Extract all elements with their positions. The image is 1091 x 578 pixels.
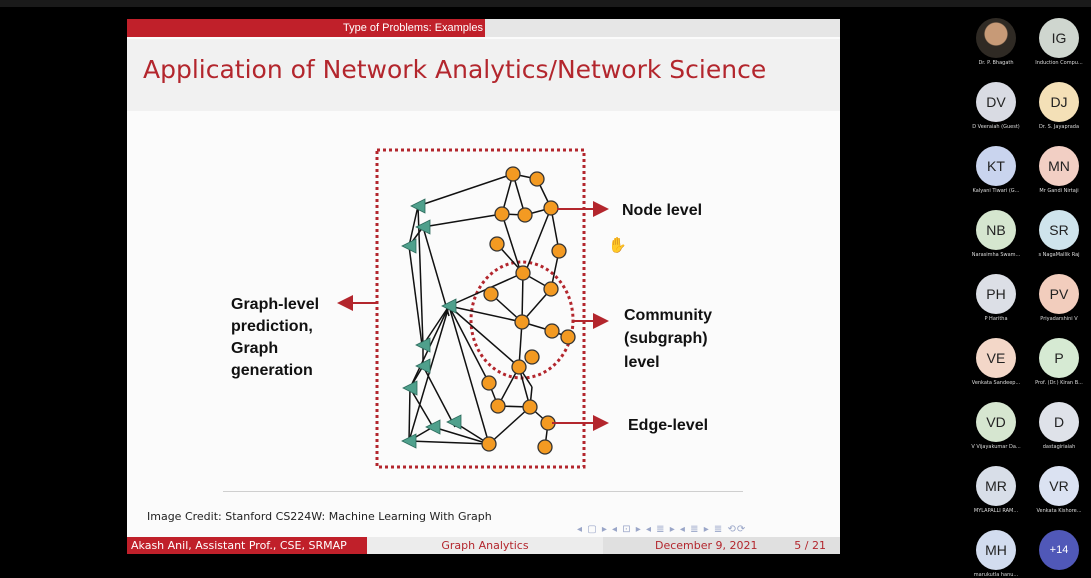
participant-name: Dr. S. Jayaprada	[1038, 124, 1080, 130]
more-participants-button[interactable]: +14	[1037, 530, 1081, 572]
footer-course: Graph Analytics	[367, 537, 603, 554]
community-label-3: level	[624, 354, 660, 371]
participant-avatar: VD	[976, 402, 1016, 442]
window-top-strip	[0, 0, 1091, 7]
participant-avatar: PH	[976, 274, 1016, 314]
participant-name: V Vijayakumar Da...	[971, 444, 1021, 450]
participant-avatar: IG	[1039, 18, 1079, 58]
participant-avatar: SR	[1039, 210, 1079, 250]
participant-tile[interactable]: P Prof. (Dr.) Kiran B...	[1035, 338, 1083, 386]
slide-header-section: Type of Problems: Examples	[127, 19, 485, 37]
participant-name: Kalyani Tiwari (G...	[972, 188, 1020, 194]
shared-screen-slide: Type of Problems: Examples Application o…	[127, 19, 840, 554]
participant-tile[interactable]: SR s NagaMallik Raj	[1037, 210, 1081, 258]
graph-level-box	[375, 148, 586, 469]
participant-avatar: D	[1039, 402, 1079, 442]
participant-avatar: NB	[976, 210, 1016, 250]
community-label-1: Community	[624, 307, 712, 324]
edge-level-label: Edge-level	[628, 417, 708, 434]
participant-tile[interactable]: PV Priyadarshini V	[1037, 274, 1081, 322]
participant-avatar: DV	[976, 82, 1016, 122]
participant-avatar: P	[1039, 338, 1079, 378]
participant-avatar: KT	[976, 146, 1016, 186]
participant-tile[interactable]: NB Narasimha Swam...	[972, 210, 1020, 258]
participant-name: Dr. P. Bhagath	[978, 60, 1014, 66]
participant-tile[interactable]: KT Kalyani Tiwari (G...	[973, 146, 1019, 194]
participant-name: D Veeraiah (Guest)	[972, 124, 1020, 130]
graph-level-label-2: prediction,	[231, 318, 313, 335]
participant-tile[interactable]: MR MYLAPALLI RAM...	[974, 466, 1018, 514]
title-band	[127, 39, 840, 111]
participant-name: marukutla hanu...	[973, 572, 1019, 578]
participant-avatar: +14	[1039, 530, 1079, 570]
participant-name: Venkata Sandeep...	[971, 380, 1021, 386]
graph-level-nodes	[401, 198, 462, 449]
node-level-label: Node level	[622, 202, 702, 219]
participant-avatar: DJ	[1039, 82, 1079, 122]
level-arrows	[337, 201, 609, 431]
participant-tile[interactable]: VD V Vijayakumar Da...	[971, 402, 1021, 450]
participant-name: Narasimha Swam...	[971, 252, 1021, 258]
graph-level-label-3: Graph	[231, 340, 278, 357]
footer-author: Akash Anil, Assistant Prof., CSE, SRMAP	[127, 537, 367, 554]
footer-page-number: 5 / 21	[794, 539, 826, 552]
slide-header-bar	[485, 19, 840, 37]
beamer-navigation-icons[interactable]: ◂ ▢ ▸ ◂ ⊡ ▸ ◂ ≣ ▸ ◂ ≣ ▸ ≣ ⟲⟳	[577, 524, 747, 535]
participant-tile[interactable]: PH P Haritha	[974, 274, 1018, 322]
footer-date-page: December 9, 2021 5 / 21	[603, 537, 840, 554]
participant-name: s NagaMallik Raj	[1038, 252, 1080, 258]
network-diagram: Graph-level prediction, Graph generation…	[231, 148, 712, 469]
hand-cursor-icon: ✋	[608, 236, 627, 254]
participant-name: Priyadarshini V	[1040, 316, 1078, 322]
participant-name: dastagiriaiah	[1042, 444, 1076, 450]
participant-avatar: MH	[976, 530, 1016, 570]
participant-avatar: PV	[1039, 274, 1079, 314]
footer-rule	[223, 491, 743, 492]
participant-tile[interactable]: IG Induction Compu...	[1035, 18, 1083, 66]
image-credit: Image Credit: Stanford CS224W: Machine L…	[147, 510, 492, 523]
participant-name: Induction Compu...	[1035, 60, 1083, 66]
participant-avatar: MN	[1039, 146, 1079, 186]
participant-name: Venkata Kishore...	[1036, 508, 1082, 514]
participant-avatar	[976, 18, 1016, 58]
graph-level-label-1: Graph-level	[231, 296, 319, 313]
participant-tile[interactable]: VE Venkata Sandeep...	[972, 338, 1020, 386]
graph-edges	[408, 173, 569, 448]
graph-nodes	[481, 166, 576, 455]
graph-level-label-4: generation	[231, 362, 313, 379]
participant-name: MYLAPALLI RAM...	[973, 508, 1019, 514]
participant-avatar: MR	[976, 466, 1016, 506]
footer-date: December 9, 2021	[655, 539, 758, 552]
participant-name: Prof. (Dr.) Kiran B...	[1035, 380, 1083, 386]
participant-avatar: VR	[1039, 466, 1079, 506]
participant-tile[interactable]: DJ Dr. S. Jayaprada	[1037, 82, 1081, 130]
participant-avatar: VE	[976, 338, 1016, 378]
community-label-2: (subgraph)	[624, 330, 708, 347]
participant-tile[interactable]: Dr. P. Bhagath	[974, 18, 1018, 66]
participant-tile[interactable]: DV D Veeraiah (Guest)	[972, 82, 1020, 130]
participant-tile[interactable]: VR Venkata Kishore...	[1036, 466, 1082, 514]
participant-tile[interactable]: MN Mr Gandi Nirtaji	[1037, 146, 1081, 194]
slide-title: Application of Network Analytics/Network…	[143, 55, 767, 84]
participant-name: Mr Gandi Nirtaji	[1039, 188, 1079, 194]
participant-tile[interactable]: MH marukutla hanu...	[974, 530, 1018, 578]
participant-name: P Haritha	[984, 316, 1008, 322]
